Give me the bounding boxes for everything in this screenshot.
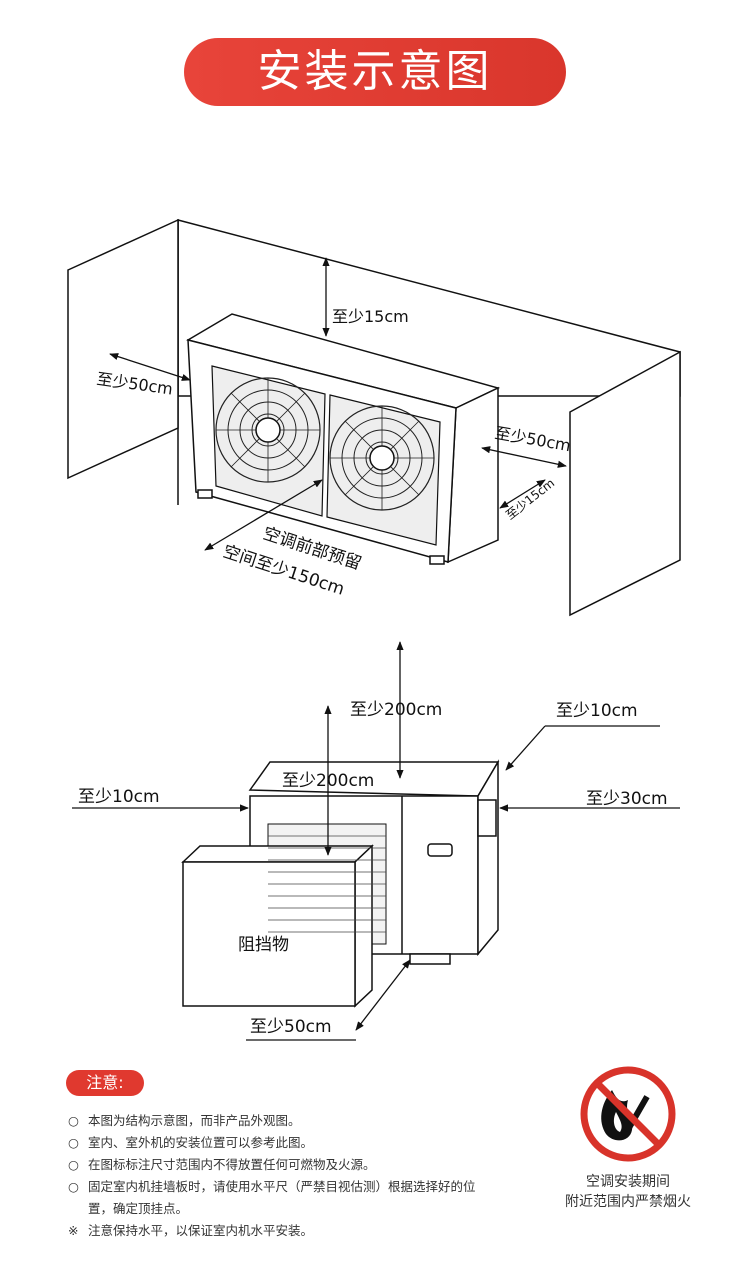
no-fire-icon [580,1066,676,1162]
label-top-clearance: 至少15cm [332,307,409,326]
label-left-clearance-bottom: 至少10cm [78,787,160,807]
warning-line2: 附近范围内严禁烟火 [565,1194,691,1210]
arrow-front-clearance [204,479,323,551]
arrow-left-clearance [109,353,191,381]
label-top-outer: 至少200cm [350,700,442,720]
label-front-clearance-bottom: 至少50cm [250,1017,332,1037]
notes-label: 注意: [66,1070,144,1096]
top-outdoor-unit-diagram [67,218,681,617]
note-item: ※注意保持水平，以保证室内机水平安装。 [68,1223,314,1238]
notes-list: ○本图为结构示意图，而非产品外观图。 ○室内、室外机的安装位置可以参考此图。 ○… [68,1110,488,1242]
label-top-inner: 至少200cm [282,771,374,791]
arrow-right-clearance [481,446,567,468]
page-title: 安装示意图 [184,38,566,106]
label-right-clearance-bottom: 至少30cm [586,789,668,809]
warning-text: 空调安装期间 附近范围内严禁烟火 [548,1172,708,1212]
label-right-clearance: 至少50cm [493,423,572,455]
fan-left-icon [215,377,321,483]
note-item: ○室内、室外机的安装位置可以参考此图。 [68,1135,314,1150]
note-item: ○固定室内机挂墙板时，请使用水平尺（严禁目视估测）根据选择好的位置，确定顶挂点。 [68,1179,476,1216]
note-item: ○本图为结构示意图，而非产品外观图。 [68,1113,301,1128]
warning-line1: 空调安装期间 [586,1174,670,1190]
label-obstacle: 阻挡物 [238,935,289,955]
left-wall [67,218,179,480]
arrow-front-diag [355,959,411,1031]
label-back-clearance-bottom: 至少10cm [556,701,638,721]
arrow-back-diag [505,725,546,771]
note-item: ○在图标标注尺寸范围内不得放置任何可燃物及火源。 [68,1157,376,1172]
fan-right-icon [329,405,435,511]
label-back-clearance: 至少15cm [503,476,557,522]
arrow-back-clearance [499,479,546,509]
right-wall [569,350,681,617]
